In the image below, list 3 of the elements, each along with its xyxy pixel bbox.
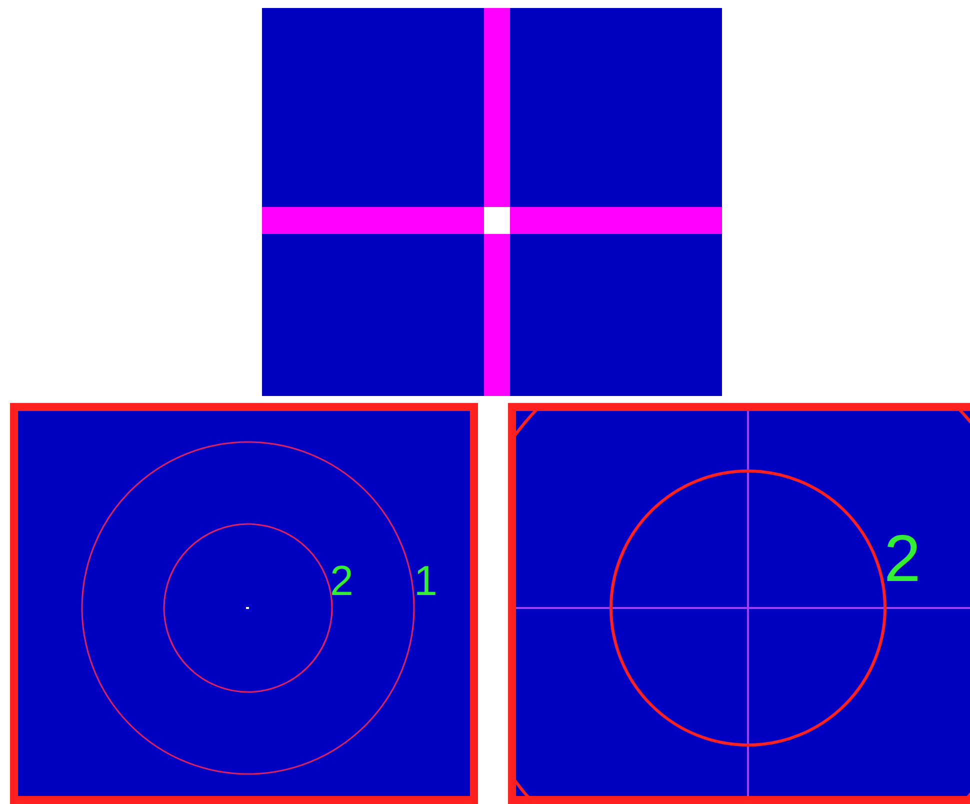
- callout-number: 2: [330, 560, 354, 602]
- callout-number: 1: [414, 560, 438, 602]
- callout-number: 2: [884, 525, 921, 591]
